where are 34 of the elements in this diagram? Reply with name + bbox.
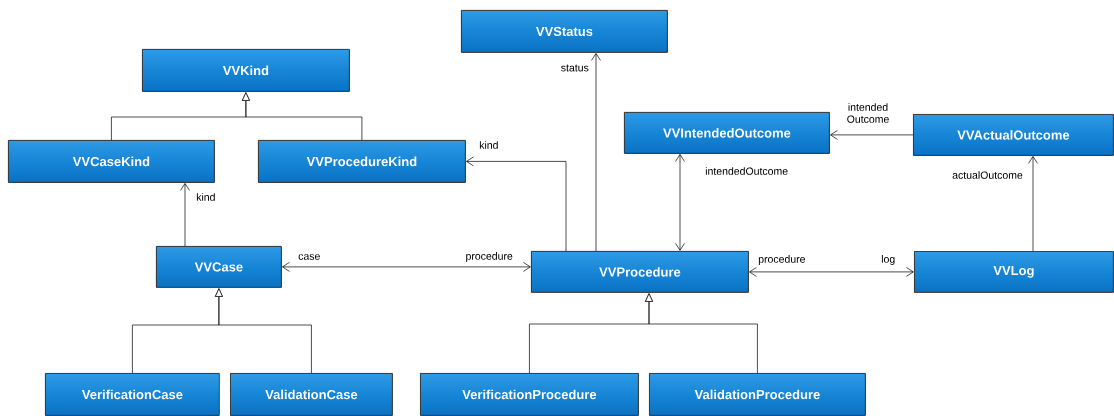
class-box: ValidationCase <box>230 373 393 416</box>
edge-label: kind <box>196 193 215 201</box>
generalization-arrow <box>215 288 312 374</box>
edge-label: log <box>881 255 895 265</box>
association-arrow <box>749 267 914 277</box>
edge-label: intendedOutcome <box>705 167 788 175</box>
class-box: VVIntendedOutcome <box>624 112 830 154</box>
class-box: VVCaseKind <box>8 140 215 183</box>
association-arrow <box>675 154 685 251</box>
edge-label: kind <box>479 141 498 149</box>
association-arrow <box>591 53 601 252</box>
generalization-arrow <box>242 92 363 141</box>
class-box: VerificationCase <box>45 373 220 416</box>
class-box: ValidationProcedure <box>649 373 866 416</box>
role-label: case <box>298 254 320 260</box>
association-arrow <box>830 130 914 140</box>
edge-label: actualOutcome <box>952 171 1023 179</box>
role-label: procedure <box>758 255 805 265</box>
class-box: VVActualOutcome <box>913 114 1114 156</box>
edge-label: intended Outcome <box>847 103 889 123</box>
class-box: VVCase <box>156 246 282 288</box>
class-box: VVProcedureKind <box>258 140 466 183</box>
class-box: VerificationProcedure <box>420 373 639 416</box>
generalization-arrow <box>645 293 758 374</box>
class-box: VVStatus <box>461 10 668 53</box>
edge-label: procedure <box>466 252 513 262</box>
class-box: VVProcedure <box>531 251 749 293</box>
association-arrow <box>282 262 531 272</box>
class-box: VVLog <box>914 251 1114 293</box>
association-arrow <box>1028 156 1038 252</box>
association-arrow <box>466 156 567 252</box>
class-box: VVKind <box>142 49 350 92</box>
edge-label: status <box>561 64 589 72</box>
association-arrow <box>180 183 190 247</box>
